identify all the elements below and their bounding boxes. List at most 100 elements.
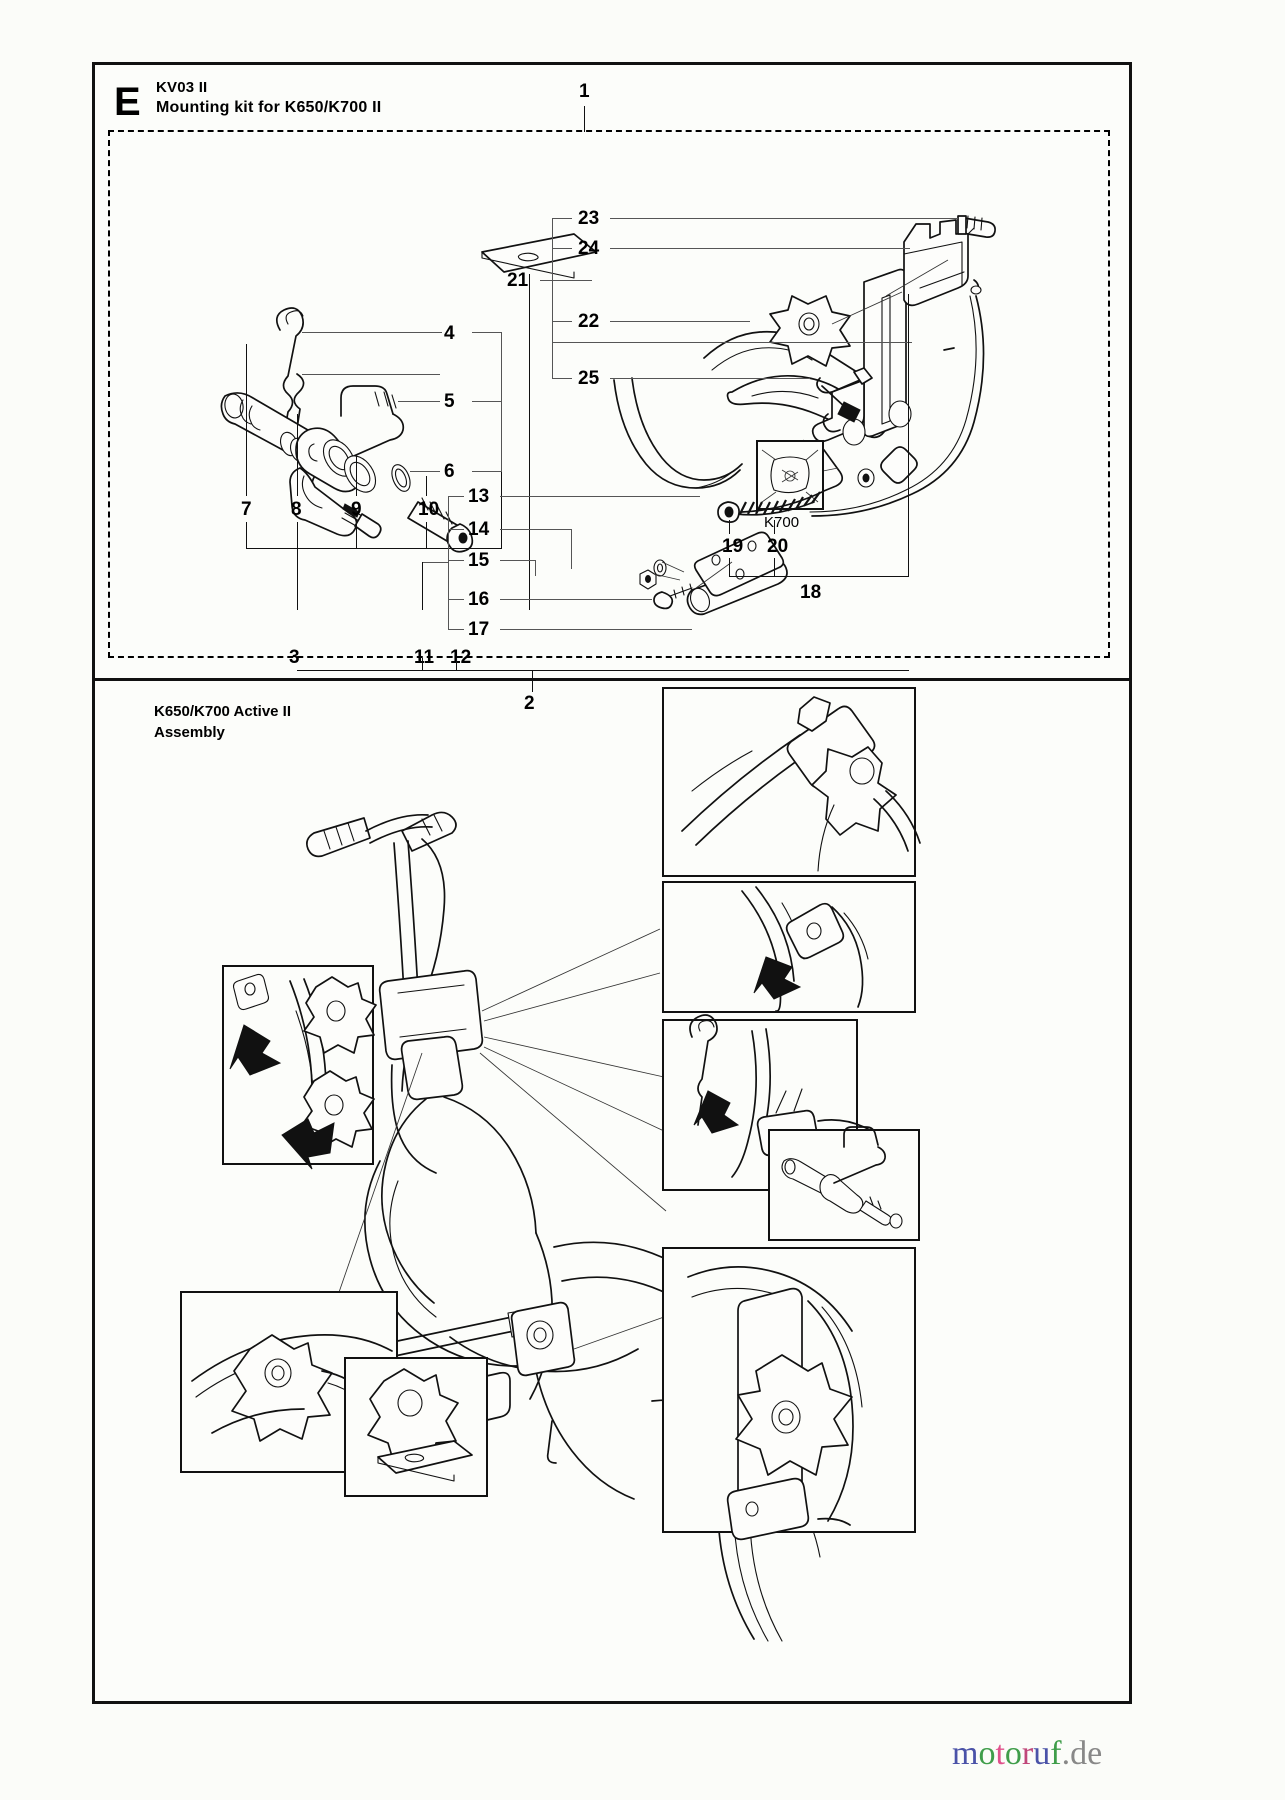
leader-14b	[448, 529, 464, 531]
motoruf-watermark: motoruf.de	[952, 1735, 1102, 1773]
k700-inset-artwork	[761, 449, 819, 503]
callout-22: 22	[578, 311, 600, 332]
callout-20: 20	[767, 536, 789, 557]
stem-9	[356, 456, 358, 496]
callout-19: 19	[722, 536, 744, 557]
section-letter-badge: E	[114, 80, 141, 124]
callout-14: 14	[468, 519, 490, 540]
watermark-char: u	[1033, 1735, 1051, 1772]
callout-6: 6	[444, 461, 455, 482]
callout-2: 2	[524, 693, 535, 714]
inset-handle-parts-artwork	[781, 1126, 903, 1229]
assembly-mid-bracket	[510, 1301, 576, 1377]
callout-18: 18	[800, 582, 822, 603]
callout-17: 17	[468, 619, 490, 640]
leader-16	[500, 599, 652, 601]
leader-5b	[472, 401, 502, 403]
callout-1-leader	[584, 106, 586, 132]
watermark-char: o	[1004, 1735, 1022, 1772]
leader-25c	[552, 342, 912, 344]
inset-knob-bracket-artwork	[687, 1266, 863, 1541]
callout-13: 13	[468, 486, 490, 507]
callout-9: 9	[351, 499, 362, 520]
kit-title-line1: KV03 II	[156, 79, 208, 96]
short-screw-part	[341, 503, 382, 539]
leader-21	[540, 280, 592, 282]
bracket-bolt	[653, 583, 693, 610]
bracket-13to17	[448, 496, 450, 629]
callout-5: 5	[444, 391, 455, 412]
callout-24: 24	[578, 238, 600, 259]
throttle-cable-artwork	[717, 227, 985, 523]
k700-inset-detail	[761, 449, 819, 503]
kit-dashed-boundary	[108, 130, 1110, 658]
leader-13	[500, 496, 700, 498]
callout-16: 16	[468, 589, 490, 610]
leader-25	[610, 378, 810, 380]
stem-7b	[246, 522, 248, 548]
callout-10: 10	[418, 499, 440, 520]
stem-8	[297, 414, 299, 496]
stem-10	[426, 476, 428, 496]
callout-15: 15	[468, 550, 490, 571]
leader-22	[610, 321, 750, 323]
lever-pin	[816, 367, 873, 423]
callout-23: 23	[578, 208, 600, 229]
leader-17b	[448, 629, 464, 631]
inset-knob-plate-artwork	[191, 1334, 393, 1458]
assembly-pointer-lines	[295, 928, 667, 1462]
stem-20b	[774, 558, 776, 576]
watermark-char: m	[952, 1735, 979, 1772]
assembly-title: K650/K700 Active II Assembly	[154, 701, 291, 743]
callout-7: 7	[241, 499, 252, 520]
assembly-panel: K650/K700 Active II Assembly	[92, 678, 1132, 1704]
stem-9b	[356, 522, 358, 548]
star-knob	[769, 295, 851, 367]
leader-16b	[448, 599, 464, 601]
leader-4d	[472, 332, 502, 334]
inset-shaft-knobs-artwork	[229, 973, 377, 1170]
watermark-char: .	[1061, 1735, 1071, 1772]
washer-part	[391, 464, 411, 492]
callout-21: 21	[507, 270, 529, 291]
leader-13b	[448, 496, 464, 498]
leader-4	[302, 374, 440, 376]
vertical-bracket	[811, 268, 912, 446]
callout-8: 8	[291, 499, 302, 520]
k700-inset-label: K700	[764, 514, 800, 531]
inset-cable-route-artwork	[741, 886, 869, 1012]
leader-6	[410, 471, 440, 473]
bracket-13to17-out	[422, 562, 448, 564]
callout-11: 11	[414, 647, 435, 668]
watermark-char: e	[1087, 1735, 1103, 1772]
callout-12: 12	[450, 647, 472, 668]
bracket-21-group	[552, 218, 554, 378]
leader-24	[610, 248, 910, 250]
watermark-char: f	[1050, 1735, 1062, 1772]
boss-ring-part	[343, 455, 377, 493]
leader-6b	[472, 471, 502, 473]
stem-18-cable	[908, 294, 910, 576]
leader-23	[610, 218, 958, 220]
handle-parts-artwork	[220, 233, 597, 553]
watermark-char: r	[1021, 1735, 1034, 1772]
mount-bracket-artwork	[769, 215, 996, 446]
leader-22b	[552, 321, 572, 323]
stem-19	[729, 520, 731, 534]
stem-11c	[422, 658, 424, 670]
kit-title: KV03 II Mounting kit for K650/K700 II	[156, 78, 381, 118]
rail-main-2	[297, 670, 909, 672]
assembly-upper-plate	[378, 969, 484, 1061]
throttle-cable	[717, 227, 985, 523]
bracket-12-stem	[422, 562, 424, 610]
kit-title-line2: Mounting kit for K650/K700 II	[156, 99, 382, 116]
leader-15b	[448, 560, 464, 562]
leader-17	[500, 629, 692, 631]
bracket-456	[501, 332, 503, 472]
rail-19-20	[729, 576, 909, 578]
leader-4c	[302, 332, 442, 334]
leader-25b	[552, 378, 572, 380]
stem-20	[774, 520, 776, 534]
assembly-title-line1: K650/K700 Active II	[154, 703, 292, 720]
